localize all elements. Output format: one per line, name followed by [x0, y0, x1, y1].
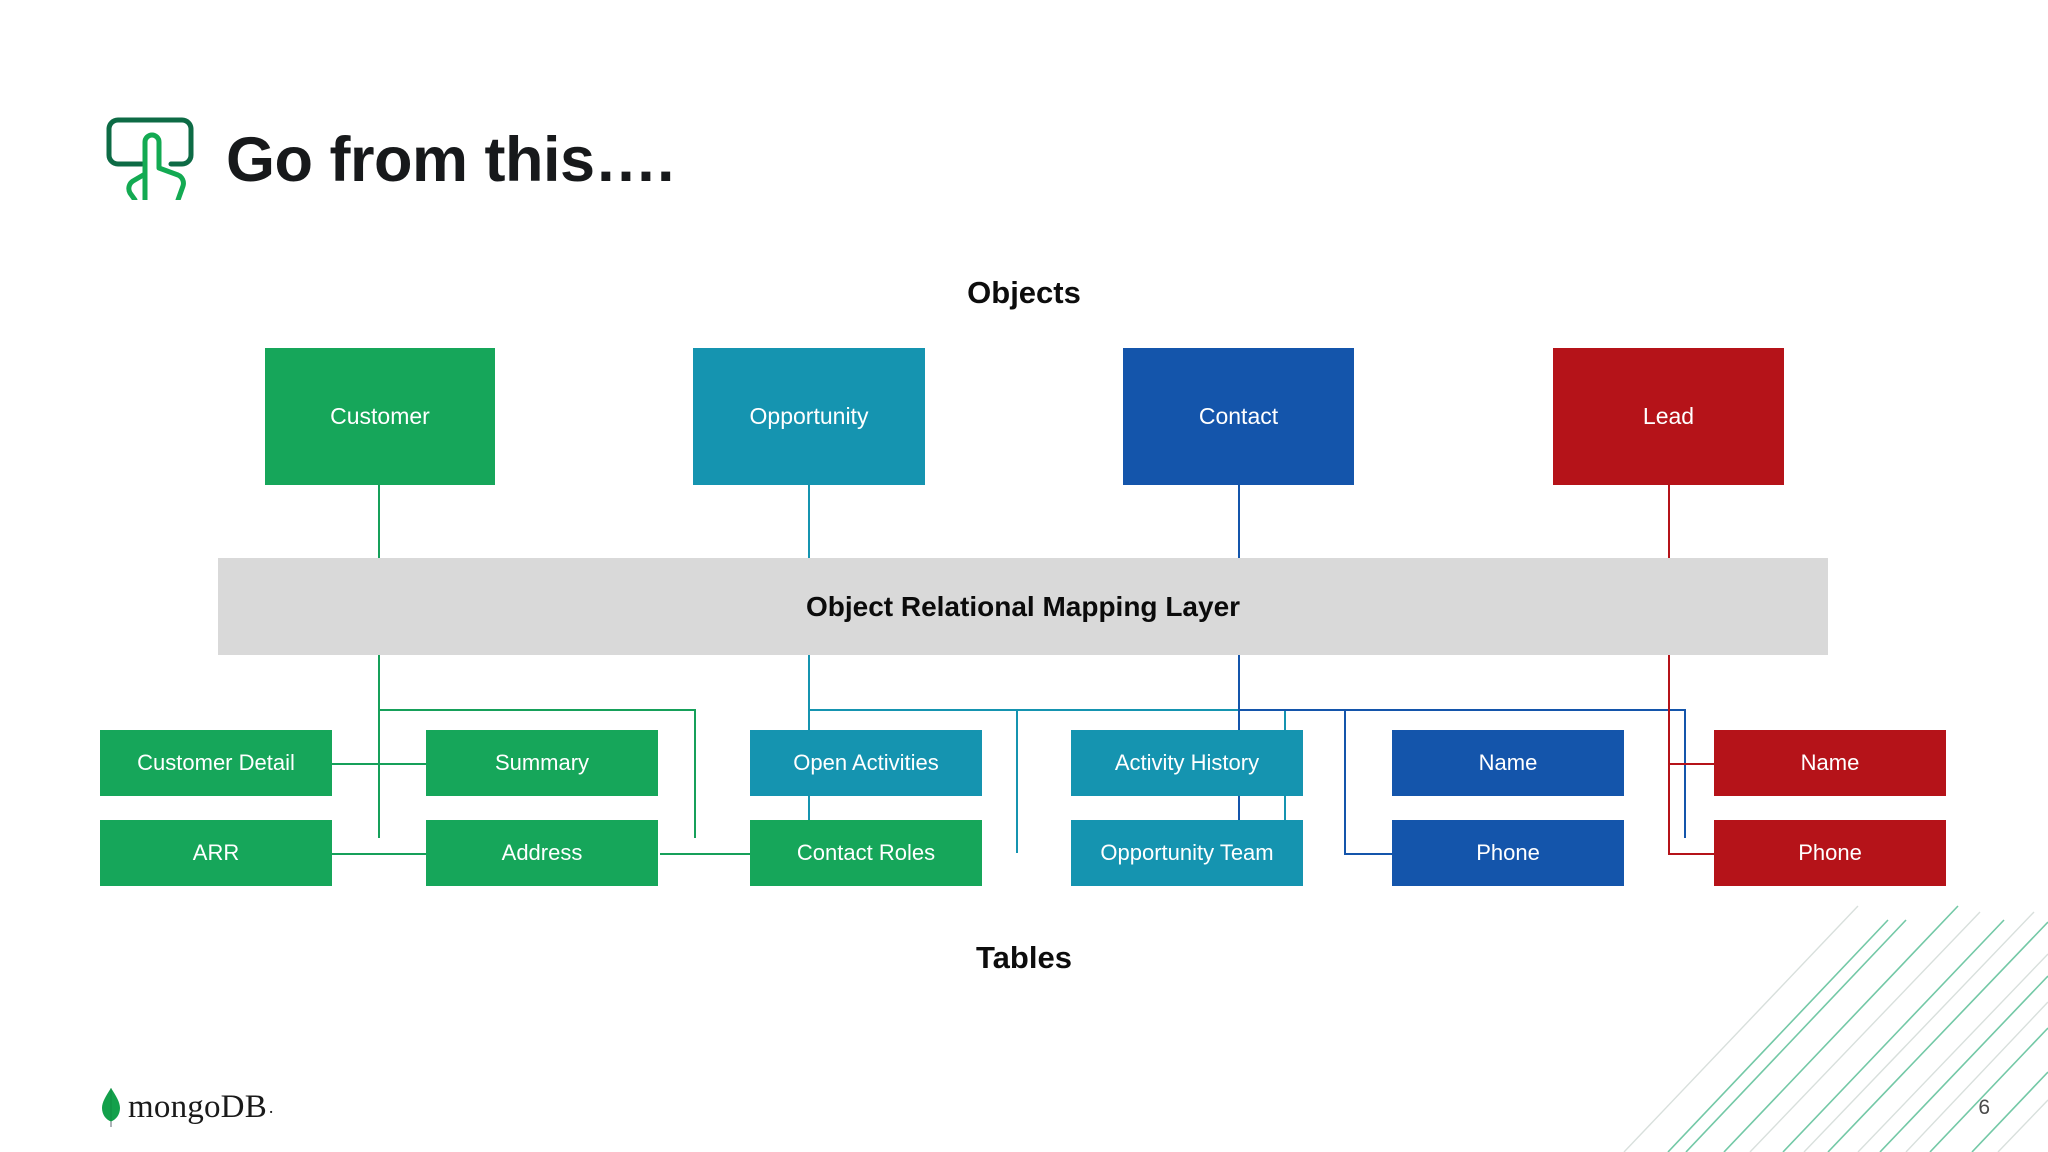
table-box-activity-history[interactable]: Activity History	[1071, 730, 1303, 796]
object-box-lead[interactable]: Lead	[1553, 348, 1784, 485]
object-box-label: Contact	[1198, 403, 1279, 430]
tables-caption: Tables	[976, 940, 1072, 975]
connector-contact-to-orm	[1238, 485, 1240, 560]
mongodb-wordmark: mongoDB	[128, 1088, 267, 1125]
table-box-lead-name[interactable]: Name	[1714, 730, 1946, 796]
mongodb-logo: mongoDB .	[100, 1086, 274, 1128]
connector-blue-bus	[1238, 709, 1686, 711]
table-box-label: Address	[501, 840, 583, 866]
mongodb-leaf-icon	[102, 1088, 120, 1127]
connector-red-trunk	[1668, 655, 1670, 853]
connector-red-to-phone	[1668, 853, 1718, 855]
table-box-label: ARR	[192, 840, 240, 866]
table-box-open-activities[interactable]: Open Activities	[750, 730, 982, 796]
tap-gesture-icon	[106, 117, 194, 200]
table-box-opportunity-team[interactable]: Opportunity Team	[1071, 820, 1303, 886]
connector-green-to-address	[660, 853, 750, 855]
object-box-label: Opportunity	[749, 403, 869, 430]
object-box-contact[interactable]: Contact	[1123, 348, 1354, 485]
connector-teal-bus	[808, 709, 1286, 711]
page-number: 6	[1978, 1096, 1990, 1119]
table-box-label: Phone	[1476, 840, 1540, 866]
connector-blue-to-phone	[1344, 853, 1394, 855]
table-box-label: Name	[1478, 750, 1538, 776]
table-box-contact-phone[interactable]: Phone	[1392, 820, 1624, 886]
connector-green-right-drop	[694, 709, 696, 838]
connector-green-arr-bridge	[330, 853, 430, 855]
objects-caption: Objects	[967, 275, 1081, 310]
object-box-label: Lead	[1642, 403, 1695, 430]
table-box-lead-phone[interactable]: Phone	[1714, 820, 1946, 886]
table-box-label: Summary	[494, 750, 590, 776]
mongodb-trademark: .	[268, 1096, 274, 1117]
connector-green-to-summary	[378, 763, 428, 765]
table-box-contact-name[interactable]: Name	[1392, 730, 1624, 796]
table-box-label: Activity History	[1114, 750, 1260, 776]
table-box-arr[interactable]: ARR	[100, 820, 332, 886]
object-box-label: Customer	[330, 403, 430, 430]
table-box-contact-roles[interactable]: Contact Roles	[750, 820, 982, 886]
table-box-label: Open Activities	[793, 750, 939, 776]
connector-blue-left-drop	[1344, 709, 1346, 853]
table-box-customer-detail[interactable]: Customer Detail	[100, 730, 332, 796]
table-box-label: Name	[1800, 750, 1860, 776]
table-box-summary[interactable]: Summary	[426, 730, 658, 796]
orm-layer-label: Object Relational Mapping Layer	[805, 590, 1241, 622]
table-box-label: Customer Detail	[137, 750, 295, 776]
connector-red-to-name	[1668, 763, 1718, 765]
orm-layer-bar: Object Relational Mapping Layer	[218, 558, 1828, 655]
table-box-label: Phone	[1798, 840, 1862, 866]
connector-green-trunk	[378, 655, 380, 838]
table-box-label: Opportunity Team	[1100, 839, 1274, 865]
connector-teal-left-drop	[1016, 709, 1018, 853]
connector-customer-to-orm	[378, 485, 380, 560]
page-title: Go from this….	[226, 125, 675, 195]
object-box-customer[interactable]: Customer	[265, 348, 495, 485]
connector-lead-to-orm	[1668, 485, 1670, 560]
connector-blue-right-drop	[1684, 709, 1686, 838]
connector-green-to-cust-det	[330, 763, 380, 765]
connector-opportunity-to-orm	[808, 485, 810, 560]
table-box-label: Contact Roles	[796, 840, 936, 866]
object-box-opportunity[interactable]: Opportunity	[693, 348, 925, 485]
connector-green-bus	[378, 709, 696, 711]
table-box-address[interactable]: Address	[426, 820, 658, 886]
